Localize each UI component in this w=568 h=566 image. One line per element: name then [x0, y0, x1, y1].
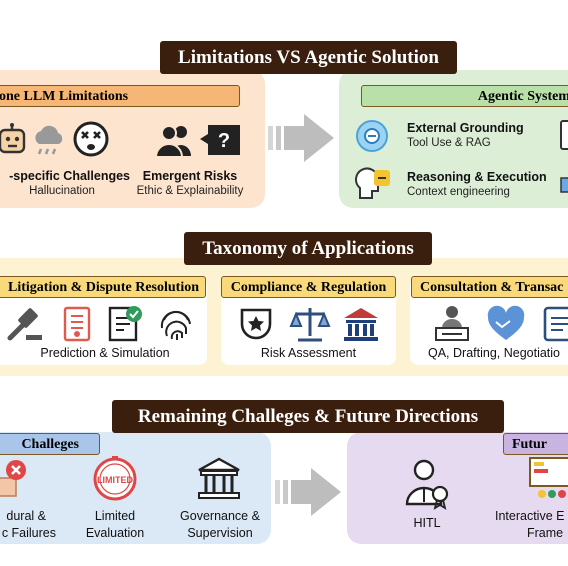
limitation-2-subtitle: Ethic & Explainability: [136, 185, 244, 197]
challenge-3-line2: Supervision: [187, 526, 253, 540]
challenge-2-line2: Evaluation: [85, 526, 145, 540]
limited-badge-icon: LIMITED: [93, 456, 137, 501]
limitation-2-title: Emergent Risks: [142, 169, 238, 183]
challenge-2-line1: Limited: [94, 509, 136, 523]
legal-document-icon: [63, 306, 91, 342]
users-icon: [154, 125, 191, 158]
cloud-rain-icon: [35, 125, 63, 155]
monitor-icon: [560, 177, 568, 193]
challenges-header: Challeges: [0, 433, 100, 455]
limitations-header: one LLM Limitations: [0, 85, 240, 107]
document-icon: [560, 120, 568, 150]
agentic-header: Agentic System: [361, 85, 568, 107]
governance-building-icon: [198, 457, 240, 499]
section2-title: Taxonomy of Applications: [184, 232, 432, 265]
reasoning-head-icon: [355, 167, 390, 199]
section1-title: Limitations VS Agentic Solution: [160, 41, 457, 74]
limited-badge-text: LIMITED: [97, 475, 133, 485]
future-header: Futur: [503, 433, 568, 455]
section3-title: Remaining Challeges & Future Directions: [112, 400, 504, 433]
scales-icon: [289, 308, 331, 342]
consultation-header: Consultation & Transac: [411, 276, 568, 298]
agentic-1-subtitle: Tool Use & RAG: [407, 137, 491, 149]
challenge-1-line2: c Failures: [1, 526, 56, 540]
shield-star-icon: [240, 308, 272, 340]
compliance-header: Compliance & Regulation: [221, 276, 396, 298]
certificate-icon: [108, 306, 142, 342]
failure-hand-icon: [0, 460, 26, 497]
heart-handshake-icon: [487, 305, 525, 340]
litigation-header: Litigation & Dispute Resolution: [0, 276, 206, 298]
future-2-line1: Interactive E: [495, 509, 565, 523]
document-window-icon: [543, 306, 568, 342]
agentic-2-title: Reasoning & Execution: [407, 170, 547, 184]
challenge-3-line1: Governance &: [180, 509, 260, 523]
right-arrow-icon-2: [275, 468, 341, 516]
government-building-icon: [344, 308, 378, 341]
robot-icon: [0, 123, 26, 154]
svg-text:?: ?: [218, 130, 230, 152]
limitation-1-subtitle: Hallucination: [29, 185, 95, 197]
interactive-board-icon: [529, 457, 568, 498]
human-expert-icon: [405, 459, 449, 510]
right-arrow-icon: [268, 114, 334, 162]
compliance-caption: Risk Assessment: [260, 346, 357, 360]
future-1-label: HITL: [413, 516, 441, 530]
litigation-caption: Prediction & Simulation: [40, 346, 170, 360]
challenge-1-line1: dural &: [6, 509, 46, 523]
agentic-1-title: External Grounding: [407, 121, 524, 135]
fingerprint-icon: [160, 310, 191, 340]
grounding-icon: [356, 120, 388, 152]
future-2-line2: Frame: [527, 526, 564, 540]
agentic-2-subtitle: Context engineering: [407, 186, 510, 198]
dizzy-face-icon: [73, 121, 109, 157]
gavel-icon: [7, 308, 42, 341]
lawyer-desk-icon: [435, 306, 469, 341]
question-bubble-icon: ?: [200, 125, 240, 155]
consultation-caption: QA, Drafting, Negotiatio: [428, 346, 561, 360]
limitation-1-title: -specific Challenges: [9, 169, 130, 183]
